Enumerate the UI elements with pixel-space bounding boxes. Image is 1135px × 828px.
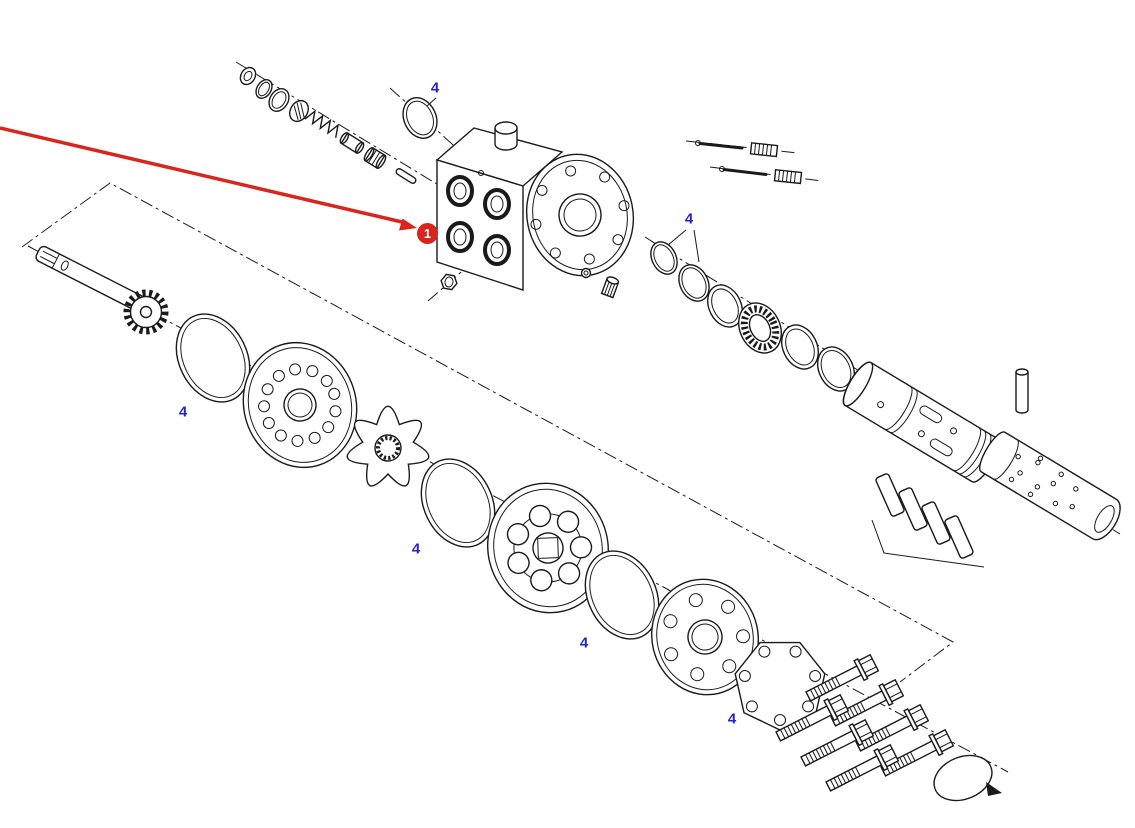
part-label-o-ring-shaft[interactable]: 4 [178, 403, 188, 421]
label-leader-line [426, 97, 437, 107]
check-valve-parts [239, 66, 417, 184]
seal-ring-top [402, 97, 438, 139]
o-ring-seal-rotor [584, 550, 660, 640]
hex-bolt-set [775, 653, 955, 792]
drive-sprocket [123, 289, 169, 335]
hex-bolt [825, 743, 900, 792]
part-label-seal-ring-top[interactable]: 4 [430, 79, 440, 97]
arrowhead [399, 218, 417, 231]
callout-number: 1 [423, 226, 432, 241]
drive-pin [1015, 368, 1029, 414]
flat-washer [706, 284, 744, 328]
mounting-flange [525, 153, 635, 277]
o-ring-seal-star [420, 458, 496, 548]
part-label-o-ring-star[interactable]: 4 [411, 540, 421, 558]
hex-bolt [800, 718, 875, 767]
control-spool [979, 431, 1121, 541]
boundary-centerline [21, 182, 954, 683]
gerotor-ring [486, 482, 610, 614]
pin-assembly [719, 166, 803, 185]
hex-bolt [880, 728, 955, 777]
hex-bolt [775, 693, 850, 742]
needle-thrust-bearing [738, 302, 782, 354]
gerotor-star [346, 405, 430, 487]
hex-plug [440, 273, 458, 291]
part-label-cover-plate[interactable]: 4 [727, 710, 737, 728]
o-ring-small-1 [650, 241, 678, 275]
part-label-o-ring-rotor[interactable]: 4 [579, 634, 589, 652]
part-callout-1[interactable]: 1 [417, 223, 438, 244]
label-leader-lines [667, 229, 700, 263]
end-cap-plate [650, 578, 760, 696]
o-ring-seal-shaft [175, 313, 251, 403]
bearing-race-1 [780, 324, 820, 370]
serial-plate [933, 754, 993, 802]
hex-bolt [855, 703, 930, 752]
steering-column-shaft [35, 245, 146, 312]
knurled-plug [600, 276, 620, 299]
distributor-plate [242, 341, 358, 469]
o-ring-small-2 [678, 264, 710, 302]
hex-bolt [805, 653, 880, 702]
spring [304, 109, 340, 138]
part-label-seal-stack[interactable]: 4 [684, 210, 694, 228]
small-ring [580, 267, 592, 279]
steering-valve-housing [435, 121, 635, 291]
pin-assembly [695, 140, 779, 158]
hex-bolt [830, 678, 905, 727]
bolt-cover-plate [734, 641, 826, 731]
callout-arrow [0, 126, 417, 231]
pointer-mark [986, 782, 1002, 796]
centering-leaf-springs [871, 473, 985, 568]
